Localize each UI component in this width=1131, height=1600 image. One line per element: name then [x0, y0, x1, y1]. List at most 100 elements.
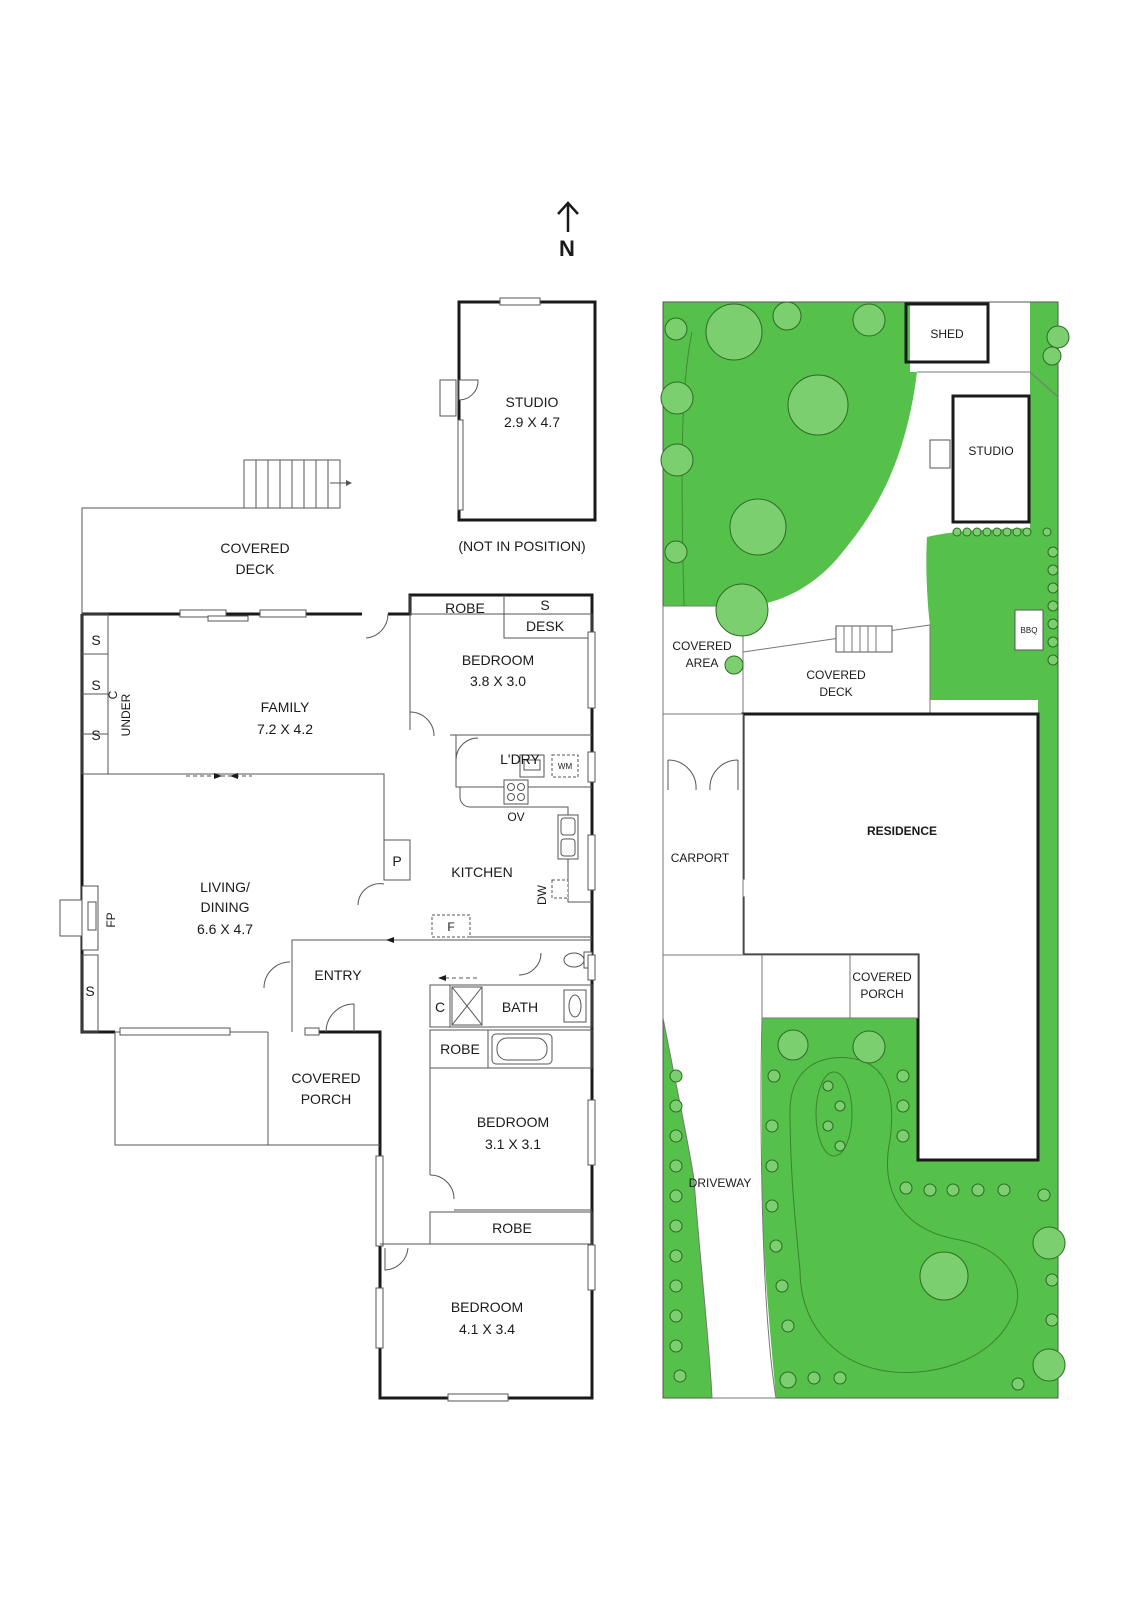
family-size: 7.2 X 4.2 — [257, 721, 313, 737]
under-label: UNDER — [119, 693, 133, 736]
laundry-walls — [455, 735, 592, 788]
site-studio-step — [929, 439, 951, 469]
entry-arrow-1 — [386, 937, 394, 943]
under-c-label: C — [106, 690, 120, 699]
bedroom1-name: BEDROOM — [462, 652, 534, 668]
bedroom3-window-bottom — [447, 1393, 509, 1402]
bath-window — [587, 954, 596, 981]
driveway-label: DRIVEWAY — [689, 1176, 752, 1190]
studio-window — [499, 297, 541, 306]
lawn-north — [663, 302, 917, 606]
bedroom2-size: 3.1 X 3.1 — [485, 1136, 541, 1152]
covered-area-label-1: COVERED — [672, 639, 732, 653]
family-slider — [207, 615, 249, 622]
north-arrow-head — [557, 201, 579, 215]
desk-label: DESK — [526, 618, 565, 634]
driveway — [662, 954, 777, 1399]
site-studio — [951, 394, 1031, 524]
entry-sidelight — [304, 1027, 320, 1036]
covered-deck-label-1: COVERED — [220, 540, 289, 556]
tree-icon — [660, 381, 694, 415]
tree-icon — [715, 583, 769, 637]
fp-label: FP — [104, 912, 118, 927]
bedroom3-door — [384, 1247, 409, 1271]
covered-deck-outline — [81, 507, 244, 614]
fireplace-chimney — [59, 899, 83, 937]
shrubs — [669, 527, 1059, 1391]
family-window-2 — [259, 609, 307, 618]
bedroom-2: BEDROOM 3.1 X 3.1 ROBE — [429, 1068, 596, 1245]
tree-icon — [852, 1030, 886, 1064]
tree-icon — [664, 540, 688, 564]
living-size: 6.6 X 4.7 — [197, 921, 253, 937]
bedroom1-size: 3.8 X 3.0 — [470, 673, 526, 689]
site-deck-label-2: DECK — [819, 685, 852, 699]
tree-icon — [1032, 1348, 1066, 1382]
tree-icon — [660, 443, 694, 477]
deck-door-swing — [365, 613, 389, 639]
shed — [904, 302, 990, 364]
bbq — [1014, 609, 1044, 651]
bedroom3-window-side — [587, 1244, 596, 1291]
bath: C BATH ROBE — [429, 954, 596, 1069]
site-porch-label-2: PORCH — [860, 987, 903, 1001]
hall-window — [375, 1155, 384, 1247]
garden-bed-oval — [815, 1071, 853, 1157]
bedroom-3: BEDROOM 4.1 X 3.4 — [375, 1243, 596, 1402]
wc-door — [518, 952, 542, 976]
living-name-1: LIVING/ — [200, 879, 250, 895]
ov-label: OV — [507, 810, 524, 824]
toilet — [563, 952, 585, 968]
studio-walls — [457, 300, 597, 522]
site-porch — [761, 954, 919, 1019]
residence-label: RESIDENCE — [867, 824, 937, 838]
studio-window-side — [457, 419, 464, 511]
deck-stairs — [243, 459, 352, 509]
kitchen-sink — [557, 814, 579, 860]
storage-cupboards: S S S UNDER C — [81, 613, 133, 775]
tree-icon — [1042, 346, 1062, 366]
studio-name: STUDIO — [506, 394, 559, 410]
bathtub — [491, 1033, 553, 1065]
living-dining: FP S LIVING/ DINING 6.6 X 4.7 — [59, 879, 253, 1036]
site-studio-label: STUDIO — [968, 444, 1013, 458]
laundry-name: L'DRY — [500, 751, 540, 767]
robe3-label: ROBE — [492, 1220, 532, 1236]
floor-plan: STUDIO 2.9 X 4.7 (NOT IN POSITION) COVER… — [59, 297, 597, 1402]
storage-s2: S — [91, 677, 100, 693]
bedroom1-walls — [409, 595, 592, 736]
robe1-label: ROBE — [445, 600, 485, 616]
trees — [660, 301, 1070, 1382]
studio-door-step — [439, 379, 457, 417]
tree-icon — [1046, 325, 1070, 349]
entry: ENTRY — [263, 937, 593, 1036]
tree-icon — [664, 317, 688, 341]
covered-deck-label-2: DECK — [236, 561, 276, 577]
front-door — [325, 1003, 355, 1033]
tree-icon — [705, 303, 763, 361]
studio-size: 2.9 X 4.7 — [504, 414, 560, 430]
storage-s3: S — [91, 727, 100, 743]
bedroom1-door — [409, 711, 435, 737]
laundry: WM L'DRY — [455, 735, 596, 788]
bedroom-1: ROBE S DESK BEDROOM 3.8 X 3.0 — [409, 595, 596, 737]
tree-icon — [724, 655, 744, 675]
studio-building: STUDIO 2.9 X 4.7 (NOT IN POSITION) — [439, 297, 597, 554]
bedroom3-size: 4.1 X 3.4 — [459, 1321, 515, 1337]
robe-bath-row — [429, 1029, 593, 1069]
site-deck-stairs — [835, 625, 893, 653]
entry-arrow-2 — [438, 975, 446, 981]
laundry-door — [455, 737, 479, 761]
bedroom3-name: BEDROOM — [451, 1299, 523, 1315]
bbq-label: BBQ — [1021, 626, 1038, 635]
dishwasher — [551, 879, 569, 899]
storage-column-2 — [81, 954, 99, 1033]
pantry-door — [357, 883, 385, 906]
kitchen: OV DW KITCHEN P F — [357, 779, 596, 938]
porch-label-2: PORCH — [301, 1091, 352, 1107]
studio-door-swing — [458, 379, 479, 401]
tree-icon — [1032, 1226, 1066, 1260]
tree-icon — [852, 303, 886, 337]
dw-label: DW — [535, 884, 549, 905]
